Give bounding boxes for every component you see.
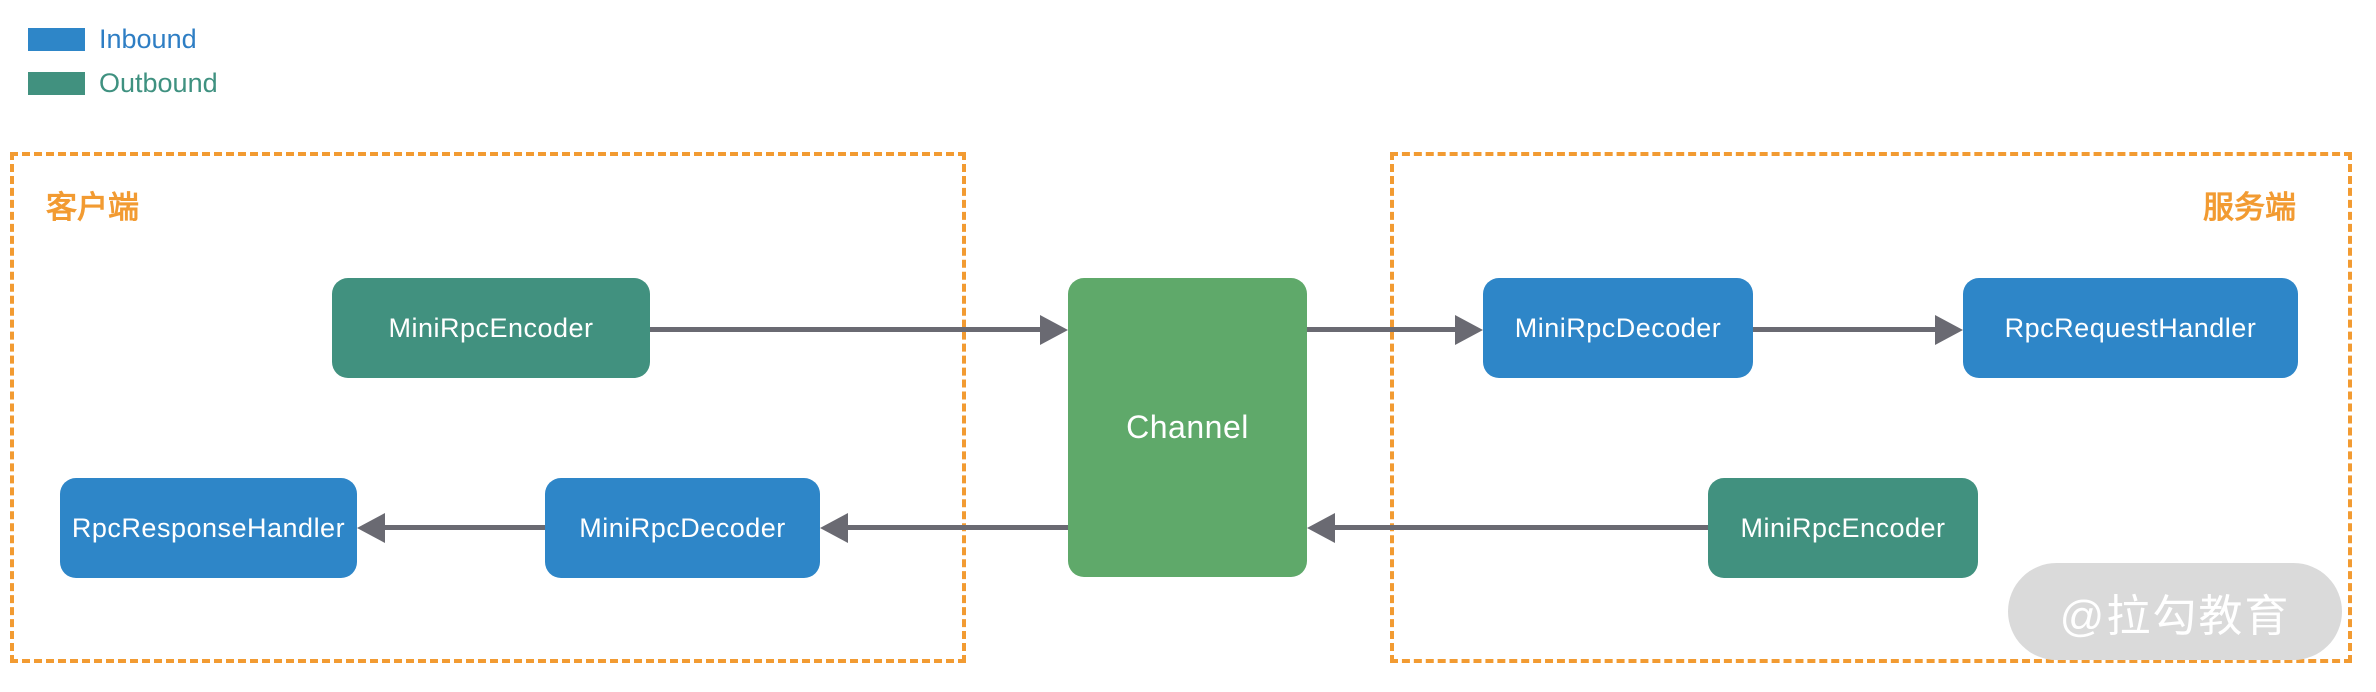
arrow-client-decoder-to-response-handler (385, 525, 545, 530)
arrowhead-right-icon (1935, 315, 1963, 345)
node-client-minirpcdecoder: MiniRpcDecoder (545, 478, 820, 578)
node-server-minirpcencoder: MiniRpcEncoder (1708, 478, 1978, 578)
client-region-label: 客户端 (46, 190, 139, 225)
arrowhead-left-icon (820, 513, 848, 543)
client-region-box: 客户端 (10, 152, 966, 663)
arrow-server-encoder-to-channel (1335, 525, 1708, 530)
arrow-client-encoder-to-channel (650, 327, 1040, 332)
legend-label-outbound: Outbound (99, 68, 218, 98)
outbound-color-swatch (28, 72, 85, 95)
arrow-server-decoder-to-request-handler (1753, 327, 1935, 332)
arrow-channel-to-client-decoder (848, 525, 1068, 530)
node-server-minirpcdecoder: MiniRpcDecoder (1483, 278, 1753, 378)
arrowhead-right-icon (1455, 315, 1483, 345)
inbound-color-swatch (28, 28, 85, 51)
node-rpcresponsehandler: RpcResponseHandler (60, 478, 357, 578)
arrowhead-right-icon (1040, 315, 1068, 345)
node-channel: Channel (1068, 278, 1307, 577)
server-region-box: 服务端 (1390, 152, 2352, 663)
node-rpcrequesthandler: RpcRequestHandler (1963, 278, 2298, 378)
node-client-minirpcencoder: MiniRpcEncoder (332, 278, 650, 378)
arrow-channel-to-server-decoder (1307, 327, 1455, 332)
legend-item-inbound: Inbound (28, 24, 197, 55)
legend-item-outbound: Outbound (28, 68, 218, 99)
watermark-badge: @拉勾教育 (2008, 563, 2342, 660)
arrowhead-left-icon (357, 513, 385, 543)
arrowhead-left-icon (1307, 513, 1335, 543)
legend-label-inbound: Inbound (99, 24, 197, 54)
server-region-label: 服务端 (2203, 190, 2296, 225)
